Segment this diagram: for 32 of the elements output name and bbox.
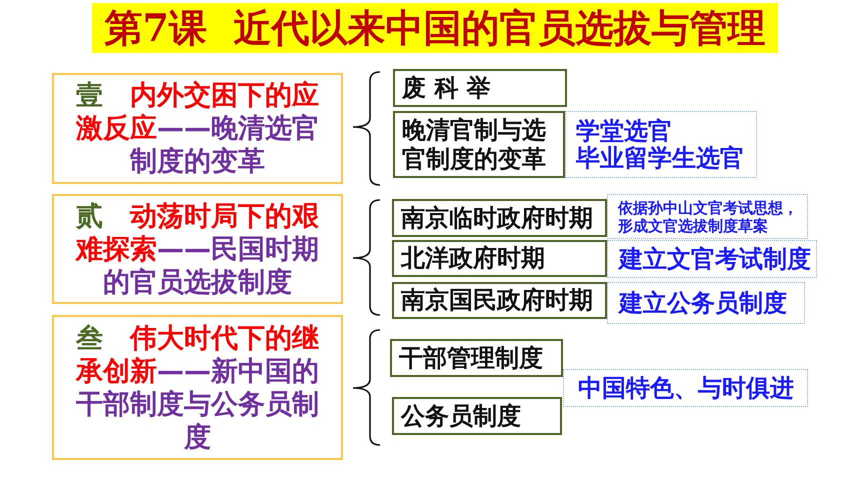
topic-box [393, 69, 567, 107]
topic-label: 废 科 举 [402, 74, 491, 102]
section-box [52, 315, 343, 460]
topic-label: 南京国民政府时期 [401, 286, 593, 315]
title-banner: 第7课 近代以来中国的官员选拔与管理 [92, 3, 778, 53]
topic-box [392, 240, 607, 277]
section-heading: 叁 伟大时代下的继承创新——新中国的干部制度与公务员制度 [74, 322, 320, 454]
topic-box [392, 282, 607, 319]
section-heading: 壹 内外交困下的应激反应——晚清选官制度的变革 [74, 79, 320, 178]
note-box [607, 194, 808, 239]
note-box [607, 240, 817, 278]
topic-label: 南京临时政府时期 [401, 204, 593, 232]
section-heading: 贰 动荡时局下的艰难探索——民国时期的官员选拔制度 [74, 200, 320, 298]
note-text: 建立公务员制度 [619, 288, 787, 318]
note-box [565, 111, 757, 178]
topic-label: 北洋政府时期 [401, 244, 545, 273]
note-text: 中国特色、与时俱进 [578, 374, 794, 402]
topic-box [392, 397, 562, 435]
topic-label: 干部管理制度 [399, 344, 543, 372]
section-box [52, 194, 343, 304]
note-box [607, 282, 805, 324]
topic-box [390, 339, 563, 377]
topic-label: 晚清官制与选官制度的变革 [402, 116, 547, 174]
section-box [52, 73, 343, 184]
note-text: 依据孙中山文官考试思想，形成文官选拔制度草案 [618, 198, 799, 234]
note-text: 学堂选官 [576, 118, 672, 144]
topic-label: 公务员制度 [401, 402, 521, 430]
topic-box [393, 111, 565, 178]
topic-box [392, 199, 607, 237]
note-box [563, 369, 808, 407]
note-text: 毕业留学生选官 [576, 144, 744, 172]
note-text: 建立文官考试制度 [619, 244, 811, 274]
